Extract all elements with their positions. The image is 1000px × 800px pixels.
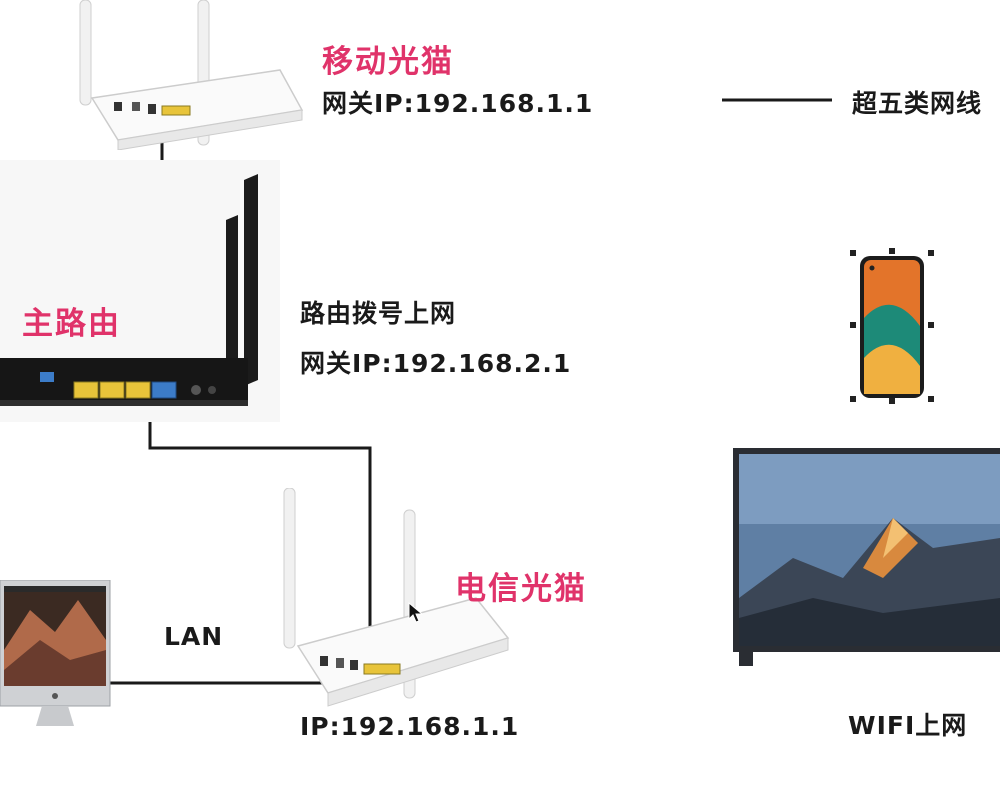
wifi-router-icon — [0, 160, 280, 422]
imac-computer-icon — [0, 579, 111, 726]
optical-modem-icon — [79, 0, 304, 151]
legend-label: 超五类网线 — [852, 89, 983, 118]
smartphone-icon — [850, 248, 934, 404]
main-router-title: 主路由 — [22, 306, 121, 342]
main-router-image — [0, 160, 280, 422]
mobile-modem-gateway: 网关IP:192.168.1.1 — [322, 89, 594, 118]
lan-label: LAN — [164, 622, 224, 651]
main-router-mode: 路由拨号上网 — [300, 299, 457, 328]
mobile-modem-title: 移动光猫 — [322, 44, 454, 80]
telecom-modem-ip: IP:192.168.1.1 — [300, 712, 520, 741]
main-router-gateway: 网关IP:192.168.2.1 — [300, 349, 572, 378]
wifi-label: WIFI上网 — [848, 711, 968, 740]
phone-image — [848, 248, 936, 404]
computer-image — [0, 579, 112, 730]
telecom-modem-title: 电信光猫 — [455, 571, 587, 607]
mobile-modem-image — [70, 0, 310, 151]
television-icon — [733, 448, 1000, 666]
tv-image — [733, 448, 1000, 670]
mouse-cursor-icon — [408, 601, 424, 624]
